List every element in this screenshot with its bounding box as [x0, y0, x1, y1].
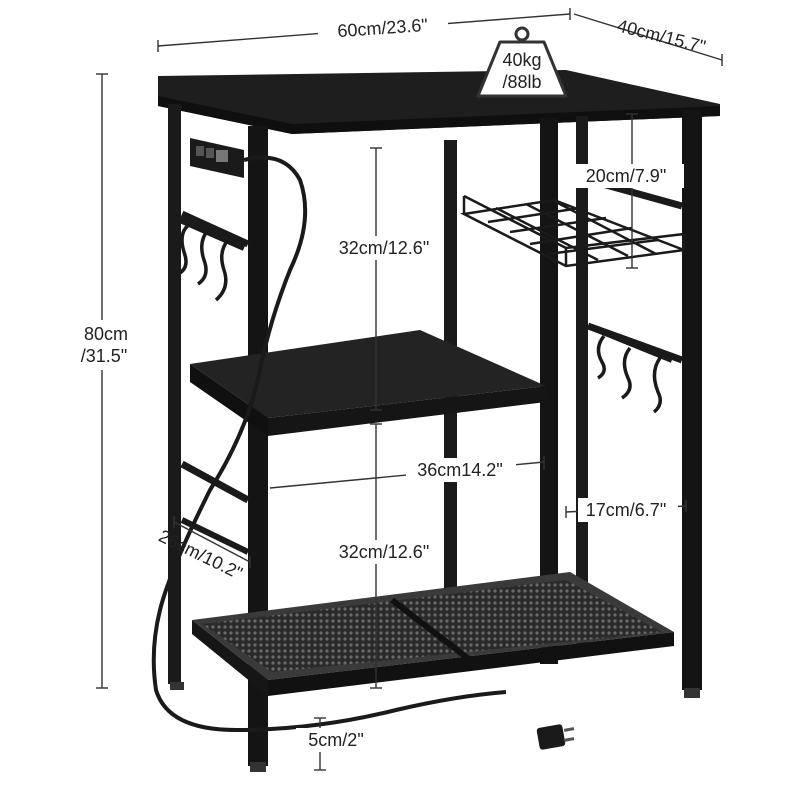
bottom-mesh-shelf [192, 572, 674, 696]
foot [684, 688, 700, 698]
power-plug [536, 724, 575, 750]
s-hook [177, 222, 192, 276]
height-label-in: /31.5" [81, 346, 127, 366]
power-cord [151, 155, 507, 733]
middle-shelf [190, 330, 546, 436]
left-hook-rail [177, 217, 246, 302]
load-capacity-kg: 40kg [502, 50, 541, 70]
s-hook [214, 238, 230, 302]
foot-height-label: 5cm/2" [308, 730, 363, 750]
wire-basket [459, 194, 686, 268]
s-hook [652, 356, 662, 414]
depth-label: 40cm/15.7" [615, 16, 708, 57]
basket-height-label: 20cm/7.9" [586, 166, 666, 186]
side-width-label: 17cm/6.7" [586, 500, 666, 520]
foot [170, 682, 184, 690]
power-strip [151, 138, 575, 750]
rear-left-post [168, 104, 181, 684]
s-hook [620, 346, 632, 400]
height-label-cm: 80cm [84, 324, 128, 344]
load-capacity-lb: /88lb [502, 72, 541, 92]
rear-right-post [576, 116, 588, 656]
foot [250, 762, 266, 772]
weight-icon: 40kg /88lb [476, 26, 568, 98]
s-hook [196, 228, 210, 286]
front-right-post [682, 110, 702, 690]
upper-gap-label: 32cm/12.6" [339, 238, 429, 258]
s-hook [596, 334, 606, 380]
lower-gap-label: 32cm/12.6" [339, 542, 429, 562]
right-hook-rail [586, 323, 674, 414]
inner-width-label: 36cm14.2" [417, 460, 502, 480]
front-left-post [248, 126, 268, 766]
